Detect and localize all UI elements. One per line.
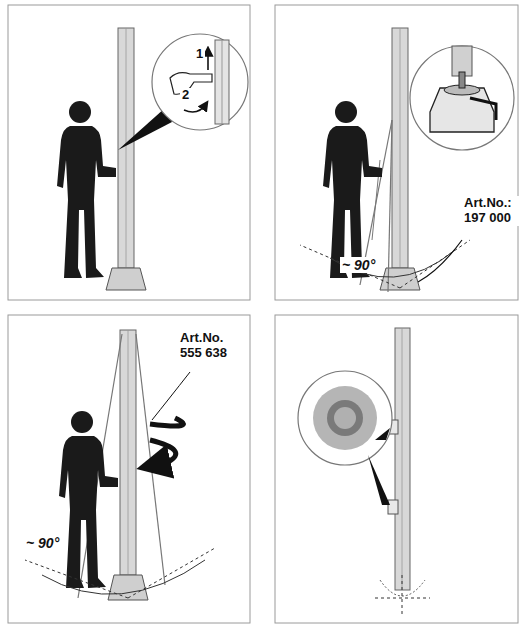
angle-label: ~ 90° — [340, 257, 377, 273]
step-four — [298, 328, 430, 615]
part-number: Art.No. 555 638 — [178, 331, 238, 361]
angle-label: ~ 90° — [24, 535, 61, 551]
step-two — [300, 28, 514, 292]
step-three — [25, 330, 215, 600]
step-one — [57, 28, 248, 290]
panel-frame — [8, 5, 250, 300]
panel-frame — [8, 315, 250, 623]
panel-frame — [275, 315, 518, 623]
step-number: 2 — [180, 88, 191, 103]
part-number: Art.No.: 197 000 — [462, 196, 522, 226]
panel-frame — [275, 5, 518, 300]
step-number: 1 — [194, 47, 205, 62]
